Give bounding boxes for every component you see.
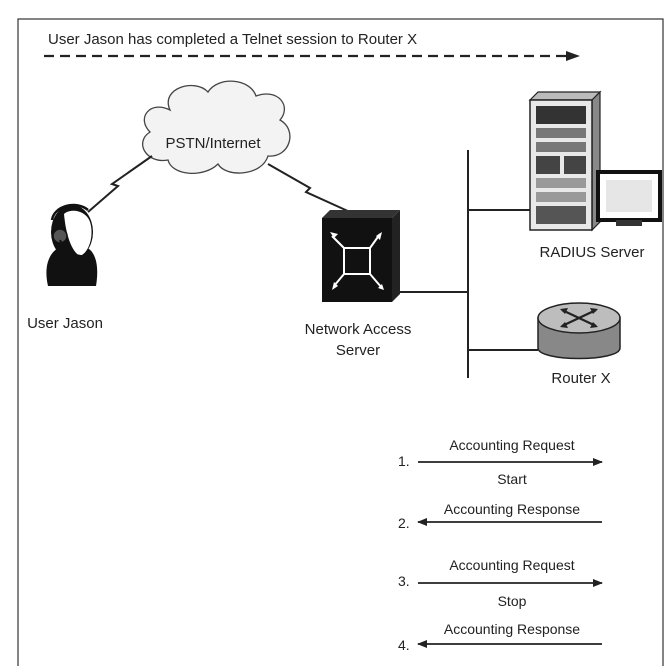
step-4-number: 4. xyxy=(398,637,410,653)
cloud-to-nas-link xyxy=(267,163,351,213)
pstn-internet-cloud: PSTN/Internet xyxy=(142,80,291,175)
step-2: Accounting Response 2. xyxy=(398,501,602,531)
nas-label-line2: Server xyxy=(336,342,380,359)
user-label: User Jason xyxy=(27,315,103,332)
step-2-label-above: Accounting Response xyxy=(444,501,580,517)
router-icon xyxy=(537,302,621,360)
radius-label: RADIUS Server xyxy=(539,244,644,261)
step-2-number: 2. xyxy=(398,515,410,531)
step-3-label-above: Accounting Request xyxy=(449,557,574,573)
step-1-number: 1. xyxy=(398,453,410,469)
telnet-session-arrowhead xyxy=(566,51,580,61)
network-access-server-icon xyxy=(322,210,400,302)
step-1-label-above: Accounting Request xyxy=(449,437,574,453)
router-label: Router X xyxy=(551,370,610,387)
step-4: Accounting Response 4. xyxy=(398,621,602,653)
user-to-cloud-link xyxy=(87,155,153,213)
headset-user-icon xyxy=(46,203,98,286)
nas-label-line1: Network Access xyxy=(305,321,412,338)
monitor-icon xyxy=(596,170,662,226)
step-3: 3. Accounting Request Stop xyxy=(398,557,603,609)
server-tower-icon xyxy=(528,90,602,232)
step-3-number: 3. xyxy=(398,573,410,589)
step-3-label-below: Stop xyxy=(498,593,527,609)
diagram-frame xyxy=(17,18,664,671)
step-1: 1. Accounting Request Start xyxy=(398,437,603,487)
cloud-label: PSTN/Internet xyxy=(165,135,261,152)
step-1-label-below: Start xyxy=(497,471,527,487)
step-4-label-above: Accounting Response xyxy=(444,621,580,637)
header-text: User Jason has completed a Telnet sessio… xyxy=(48,31,417,48)
